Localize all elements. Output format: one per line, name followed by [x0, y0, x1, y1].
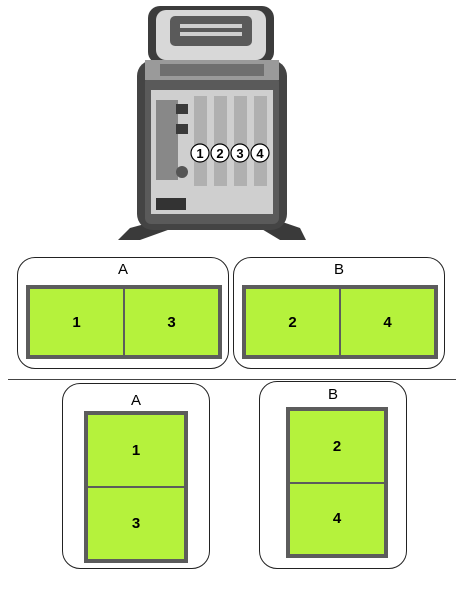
monitor-1: 1: [88, 415, 184, 486]
monitor-3: 3: [88, 488, 184, 559]
computer-rear-illustration: 1 2 3 4: [118, 6, 306, 240]
vertical-group-a-monitors: 1 3: [84, 411, 188, 563]
slot-marker-2: 2: [210, 143, 230, 163]
horizontal-group-b-label: B: [333, 261, 344, 278]
monitor-4: 4: [290, 483, 384, 554]
slot-marker-1-label: 1: [196, 146, 203, 161]
monitor-2: 2: [246, 289, 339, 355]
slot-marker-1: 1: [190, 143, 210, 163]
slot-marker-3-label: 3: [236, 146, 243, 161]
monitor-4: 4: [341, 289, 434, 355]
horizontal-group-a-label: A: [117, 261, 128, 278]
vertical-group-b-monitors: 2 4: [286, 407, 388, 558]
horizontal-group-a-monitors: 1 3: [26, 285, 222, 359]
horizontal-group-b-monitors: 2 4: [242, 285, 438, 359]
slot-marker-4-label: 4: [256, 146, 264, 161]
vertical-group-b: B 2 4: [259, 381, 407, 569]
slot-marker-2-label: 2: [216, 146, 223, 161]
monitor-2: 2: [290, 411, 384, 482]
vertical-group-a: A 1 3: [62, 383, 210, 569]
section-divider: [8, 379, 456, 380]
slot-marker-3: 3: [230, 143, 250, 163]
horizontal-group-a: A 1 3: [17, 257, 229, 369]
slot-marker-4: 4: [250, 143, 270, 163]
vertical-group-a-label: A: [130, 392, 141, 409]
horizontal-group-b: B 2 4: [233, 257, 445, 369]
vertical-group-b-label: B: [327, 386, 338, 403]
monitor-1: 1: [30, 289, 123, 355]
monitor-3: 3: [125, 289, 218, 355]
